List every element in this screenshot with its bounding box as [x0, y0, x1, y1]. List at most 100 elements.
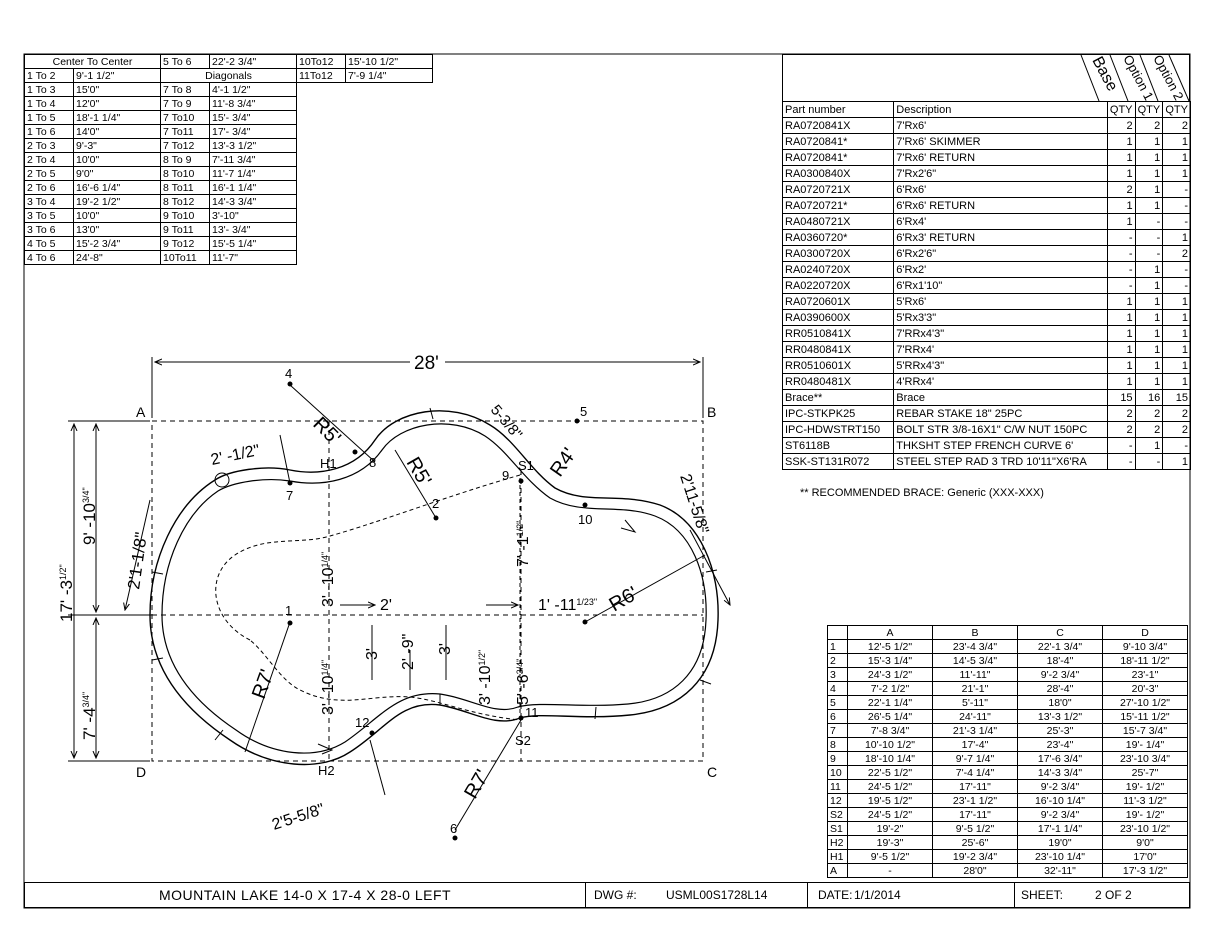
- r5b-label: R5': [402, 454, 436, 490]
- part-qty: -: [1106, 277, 1136, 294]
- coord-value: 19'-5 1/2": [847, 793, 933, 808]
- col-qty-opt2: QTY: [1162, 101, 1191, 118]
- coord-value: 9'0": [1102, 835, 1188, 850]
- coord-value: 11'-3 1/2": [1102, 793, 1188, 808]
- cc-pair-label: 1 To 4: [24, 96, 74, 111]
- option-label-base: Base: [1088, 55, 1120, 94]
- part-qty: 1: [1162, 341, 1191, 358]
- point-4: 4: [285, 366, 292, 381]
- col-part-number: Part number: [781, 101, 895, 118]
- part-qty: -: [1106, 229, 1136, 246]
- part-qty: 1: [1106, 133, 1136, 150]
- cc-pair-value: 13'0": [73, 222, 161, 237]
- coord-value: 17'-3 1/2": [1102, 863, 1188, 878]
- seven-one-half: 7' -11/2": [515, 521, 532, 567]
- part-qty: -: [1162, 181, 1191, 198]
- coord-value: 15'-3 1/4": [847, 653, 933, 668]
- cc-header: Center To Center: [24, 54, 161, 69]
- part-number: RA0720841X: [781, 117, 895, 134]
- coord-row: A-28'0"32'-11"17'-3 1/2": [827, 863, 1188, 878]
- cc-pair-label: 3 To 5: [24, 208, 74, 223]
- part-qty: 1: [1134, 149, 1164, 166]
- part-description: 5'Rx3'3": [893, 309, 1108, 326]
- col-description: Description: [893, 101, 1108, 118]
- drawing-border: [23, 53, 1191, 909]
- part-qty: 1: [1162, 325, 1191, 342]
- parts-option-header: Base Option 1 Option 2: [782, 54, 1190, 101]
- part-description: 7'RRx4'3": [893, 325, 1108, 342]
- part-qty: 1: [1162, 373, 1191, 390]
- r6-label: R6': [606, 583, 642, 617]
- coord-value: 25'-6": [932, 835, 1018, 850]
- coord-point: 8: [827, 737, 848, 752]
- coord-value: 19'-2 3/4": [932, 849, 1018, 864]
- cc-pair-label: 7 To10: [160, 110, 210, 125]
- cc-pair-label: 5 To 6: [160, 54, 210, 69]
- col-qty-base: QTY: [1106, 101, 1136, 118]
- three-ten-half: 3' -101/2": [477, 650, 494, 705]
- cc-pair-label: 9 To12: [160, 236, 210, 251]
- part-qty: -: [1162, 261, 1191, 278]
- right-diag-dim: 2'11-5/8": [676, 472, 711, 536]
- part-qty: 1: [1134, 437, 1164, 454]
- five-six: 5' -63/4": [515, 659, 532, 705]
- part-qty: 1: [1162, 293, 1191, 310]
- part-qty: 1: [1162, 149, 1191, 166]
- point-2: 2: [432, 496, 439, 511]
- part-qty: 1: [1162, 229, 1191, 246]
- drawing-title: MOUNTAIN LAKE 14-0 X 17-4 X 28-0 LEFT: [25, 883, 586, 907]
- coord-value: 24'-3 1/2": [847, 667, 933, 682]
- coord-value: 16'-10 1/4": [1017, 793, 1103, 808]
- part-description: 7'Rx6': [893, 117, 1108, 134]
- part-description: 6'Rx2': [893, 261, 1108, 278]
- cc-pair-label: 3 To 4: [24, 194, 74, 209]
- return-fitting-icon: [620, 519, 637, 533]
- overall-width-label: 17' -31/2": [57, 564, 76, 622]
- coord-value: 9'-2 3/4": [1017, 667, 1103, 682]
- date-value: 1/1/2014: [854, 888, 901, 902]
- part-qty: -: [1134, 229, 1164, 246]
- part-qty: 2: [1106, 181, 1136, 198]
- coord-value: 17'0": [1102, 849, 1188, 864]
- coord-point: 1: [827, 639, 848, 654]
- coord-value: 5'-11": [932, 695, 1018, 710]
- part-number: Brace**: [781, 389, 895, 406]
- coord-header-d: D: [1102, 625, 1188, 640]
- point-5: 5: [580, 404, 587, 419]
- coord-value: 22'-5 1/2": [847, 765, 933, 780]
- part-description: 6'Rx6' RETURN: [893, 197, 1108, 214]
- coord-value: 28'0": [932, 863, 1018, 878]
- one-eleven: 1' -111/23": [538, 597, 597, 614]
- coord-value: 19'0": [1017, 835, 1103, 850]
- part-qty: 1: [1134, 293, 1164, 310]
- part-qty: 1: [1134, 133, 1164, 150]
- overall-length-label: 28': [414, 353, 439, 374]
- coord-point: 3: [827, 667, 848, 682]
- corner-b: B: [707, 404, 716, 420]
- part-qty: 1: [1162, 133, 1191, 150]
- coord-value: 21'-3 1/4": [932, 723, 1018, 738]
- cc-pair-value: 15'-10 1/2": [345, 54, 433, 69]
- cc-pair-value: 11'-7": [209, 250, 297, 265]
- coord-value: 19'-3": [847, 835, 933, 850]
- coord-value: -: [847, 863, 933, 878]
- coord-value: 25'-3": [1017, 723, 1103, 738]
- coord-value: 17'-11": [932, 807, 1018, 822]
- part-qty: 2: [1106, 117, 1136, 134]
- coord-value: 20'-3": [1102, 681, 1188, 696]
